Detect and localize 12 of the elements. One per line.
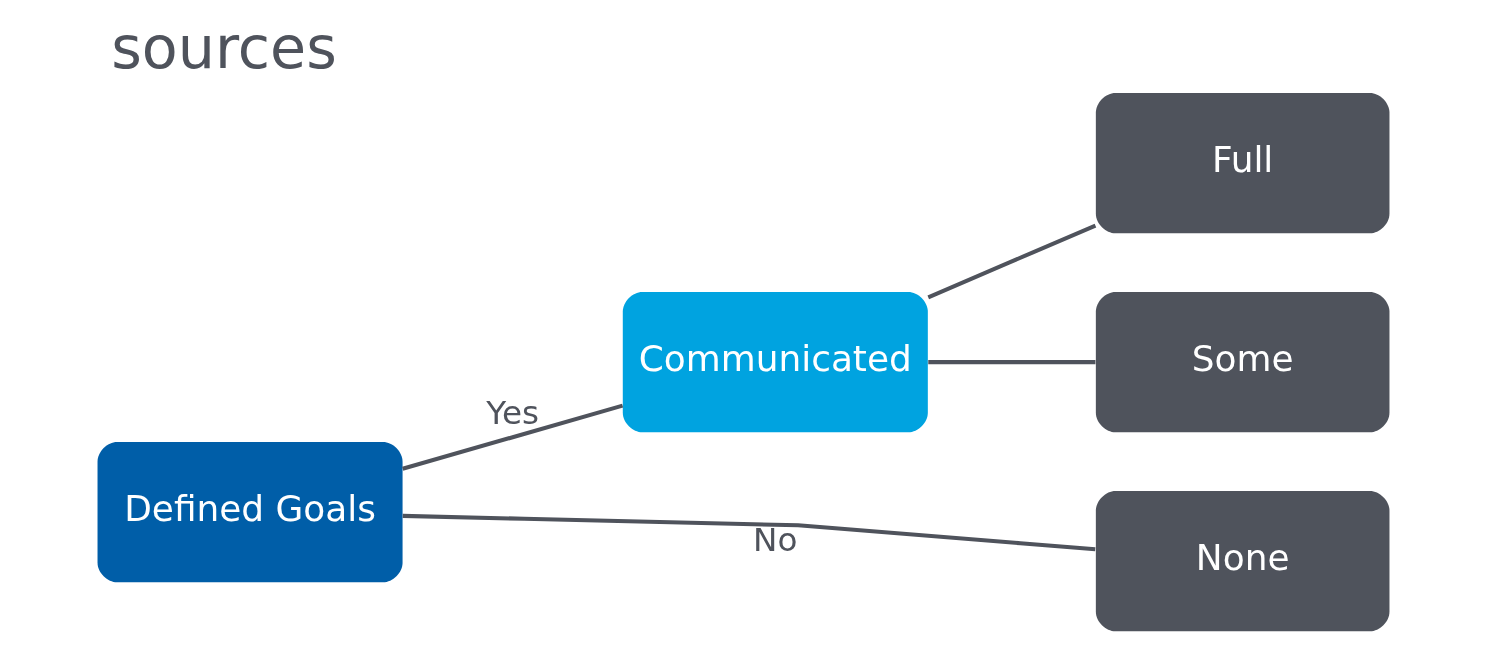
edge-label: No <box>753 521 798 560</box>
node-box: Defined Goals <box>97 442 403 583</box>
node-box: None <box>1095 491 1390 632</box>
node-box: Full <box>1095 93 1390 234</box>
diagram-title: sources <box>111 13 337 83</box>
connector <box>402 403 624 471</box>
node-box: Communicated <box>622 292 928 433</box>
edge-label: Yes <box>486 394 539 433</box>
connector <box>928 360 1096 365</box>
connector <box>402 513 1096 552</box>
connector <box>927 223 1097 300</box>
node-box: Some <box>1095 292 1390 433</box>
